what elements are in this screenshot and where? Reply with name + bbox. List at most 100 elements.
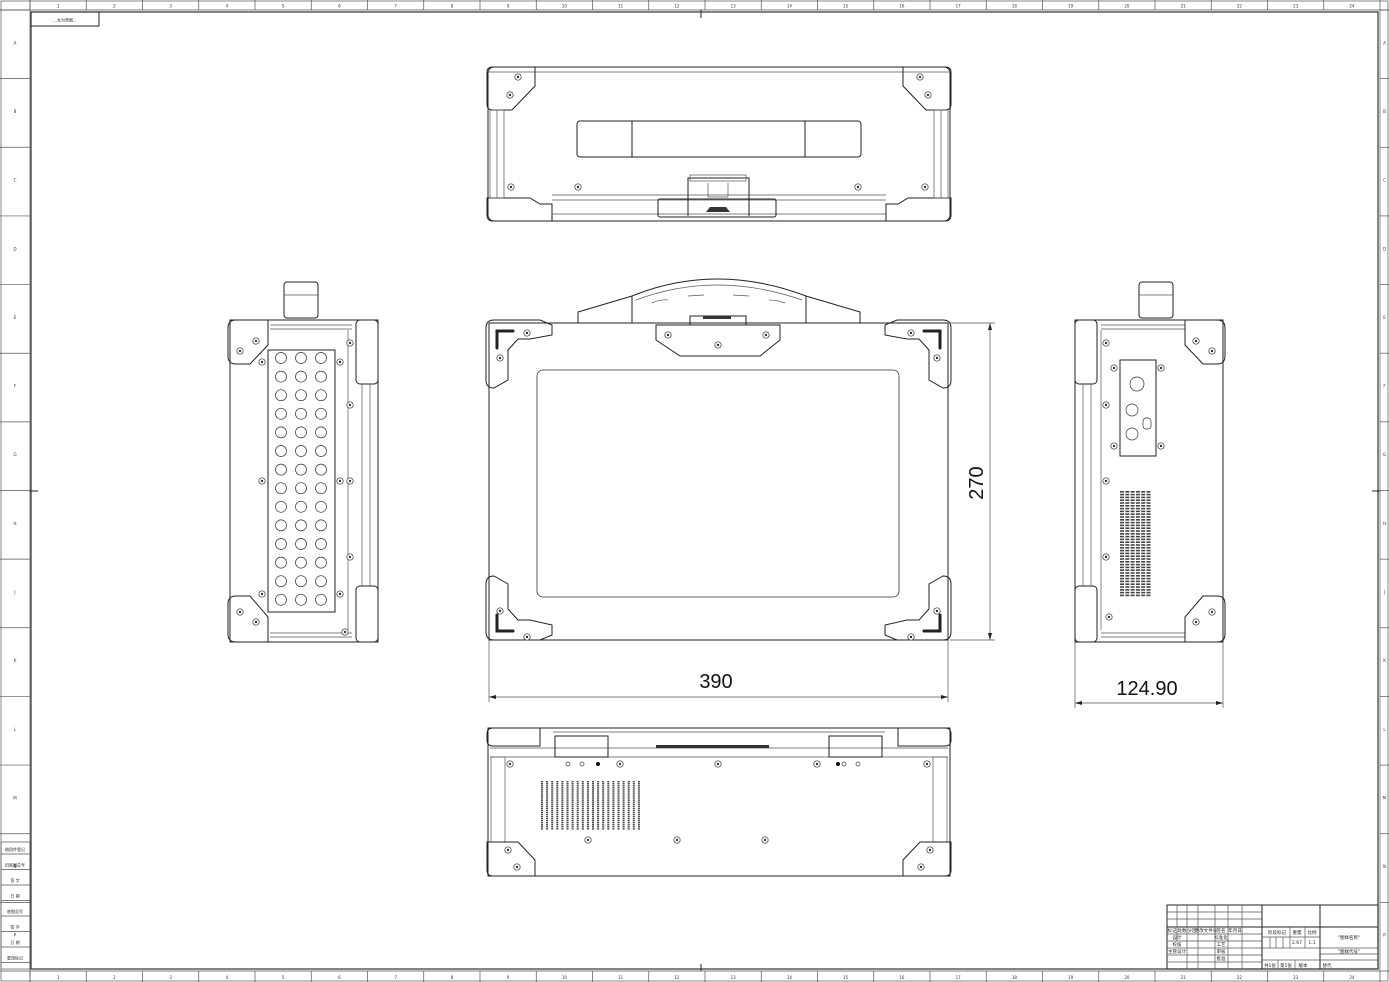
row-marker: H [13,521,16,526]
column-marker: 15 [843,975,849,980]
vent-hole [315,482,327,495]
column-marker: 11 [618,4,624,9]
column-marker: 2 [113,4,116,9]
column-marker: 10 [562,975,568,980]
vent-hole [315,426,327,439]
column-marker: 18 [1012,4,1018,9]
scale-value: 1:1 [1308,940,1315,946]
stamp-row-label: 签 字 [10,924,19,930]
top-view [486,66,952,222]
column-marker: 6 [338,975,341,980]
version-label: 版本 [1299,962,1308,969]
column-marker: 3 [169,975,172,980]
row-marker: C [14,178,17,183]
vent-hole [295,556,307,569]
weight-label: 重量 [1293,929,1302,936]
stamp-row-label: 更改标记 [7,955,23,961]
drawing-code: "图样代号" [1338,948,1360,955]
weight-value: 2.67 [1292,940,1302,946]
title-block: 标记处数分区更改文件号签名年月日设计校核主管设计标准化工艺审核批准 阶段标记 重… [1166,904,1379,970]
vent-hole [315,352,327,364]
column-marker: 13 [731,4,737,9]
replace-label: 替代 [1323,962,1332,969]
column-marker: 23 [1293,975,1299,980]
column-marker: 16 [899,975,905,980]
column-marker: 2 [113,975,116,980]
vent-hole [275,407,287,420]
width-value: 390 [699,671,732,693]
vent-hole [275,370,287,383]
vent-hole [295,426,307,439]
vent-hole [275,482,287,495]
column-marker: 8 [451,4,454,9]
vent-hole [275,445,287,457]
column-marker: 24 [1349,975,1355,980]
vent-hole [315,519,327,532]
vent-hole [275,463,287,476]
vent-hole [295,389,307,402]
column-marker: 8 [451,975,454,980]
vent-hole [295,352,307,364]
column-marker: 24 [1349,4,1355,9]
row-marker: P [1383,933,1386,938]
depth-dimension: 124.90 [1074,642,1224,708]
drawing-name: "图样名称" [1338,934,1360,941]
column-marker: 22 [1237,975,1243,980]
title-block-role: 设计 [1173,934,1182,941]
vent-hole [295,445,307,457]
row-marker: G [13,452,16,457]
title-block-role: 工艺 [1217,942,1226,948]
column-marker: 5 [282,4,285,9]
title-block-role: 标准化 [1214,934,1228,941]
vent-hole [295,575,307,588]
column-marker: 10 [562,4,568,9]
row-marker: F [14,384,17,389]
row-marker: L [1383,727,1386,732]
column-marker: 3 [169,4,172,9]
vent-hole [315,407,327,420]
column-marker: 13 [731,975,737,980]
column-marker: 11 [618,975,624,980]
column-marker: 7 [394,4,397,9]
vent-hole [275,389,287,402]
column-marker: 17 [956,975,962,980]
row-marker: F [1383,384,1386,389]
title-block-role: 主管设计 [1168,948,1186,955]
vent-hole [275,593,287,606]
row-marker: J [1383,589,1385,594]
vent-hole [295,407,307,420]
row-marker: C [1383,178,1386,183]
column-marker: 5 [282,975,285,980]
column-marker: 4 [226,4,229,9]
sheet-total: 共1张 [1264,962,1276,969]
column-marker: 20 [1124,975,1130,980]
column-marker: 20 [1124,4,1130,9]
vent-hole [315,500,327,513]
column-marker: 21 [1181,4,1187,9]
column-marker: 14 [787,4,793,9]
height-value: 270 [966,466,988,499]
column-marker: 1 [57,975,60,980]
vent-hole [275,556,287,569]
vent-hole [295,593,307,606]
column-marker: 19 [1068,975,1074,980]
front-view [485,278,952,641]
row-marker: A [1383,40,1386,45]
column-marker: 16 [899,4,905,9]
title-block-role: 校核 [1173,941,1182,948]
column-marker: 7 [394,975,397,980]
column-marker: 21 [1181,975,1187,980]
row-marker: A [14,40,17,45]
column-marker: 9 [507,975,510,980]
depth-value: 124.90 [1116,678,1177,700]
vent-hole [275,500,287,513]
column-marker: 12 [674,975,680,980]
row-marker: L [14,727,17,732]
vent-hole [295,519,307,532]
width-dimension: 390 [488,640,949,702]
column-marker: 17 [956,4,962,9]
stamp-row-label: 日 期 [10,939,19,945]
sheet-current: 第1张 [1280,962,1292,969]
